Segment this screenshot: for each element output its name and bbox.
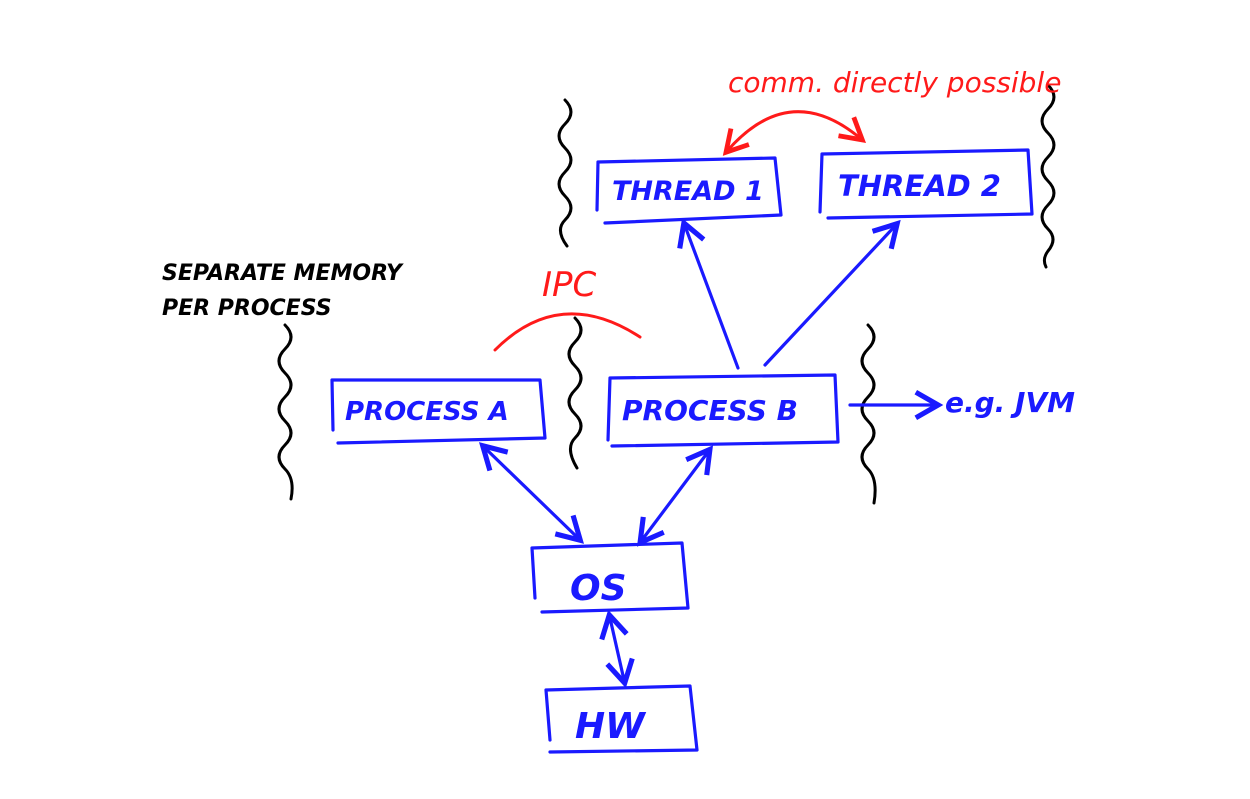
arrow-process-b-to-thread-1 (677, 218, 740, 370)
thread-1-box: THREAD 1 (595, 156, 783, 225)
process-b-label: PROCESS B (622, 394, 798, 427)
separate-memory-label-line2: PER PROCESS (162, 296, 332, 321)
process-b-box: PROCESS B (606, 373, 840, 448)
arrow-os-hw (599, 609, 635, 689)
jvm-label: e.g. JVM (945, 386, 1075, 419)
thread-2-label: THREAD 2 (838, 169, 1001, 203)
comm-arc-arrow (722, 110, 867, 156)
separator-squiggle-process-b-right (860, 323, 877, 505)
separator-squiggle-threads-right (1040, 83, 1056, 269)
process-a-label: PROCESS A (345, 397, 509, 427)
hw-label: HW (575, 706, 647, 747)
comm-directly-possible-label: comm. directly possible (728, 66, 1061, 99)
arrow-process-a-os (478, 442, 585, 544)
thread-1-label: THREAD 1 (612, 176, 764, 207)
separator-squiggle-process-a-left (277, 323, 294, 501)
os-box: OS (530, 541, 690, 614)
separator-squiggle-threads-left (557, 98, 573, 248)
separator-squiggle-process-middle (567, 316, 583, 470)
separate-memory-label-line1: SEPARATE MEMORY (162, 261, 404, 286)
arrow-process-b-os (636, 445, 714, 547)
os-label: OS (570, 568, 627, 609)
thread-2-box: THREAD 2 (818, 148, 1034, 220)
arrow-process-b-to-thread-2 (763, 219, 901, 367)
ipc-label: IPC (542, 265, 597, 305)
hw-box: HW (544, 684, 699, 754)
process-a-box: PROCESS A (330, 378, 547, 445)
ipc-arc (493, 312, 642, 352)
